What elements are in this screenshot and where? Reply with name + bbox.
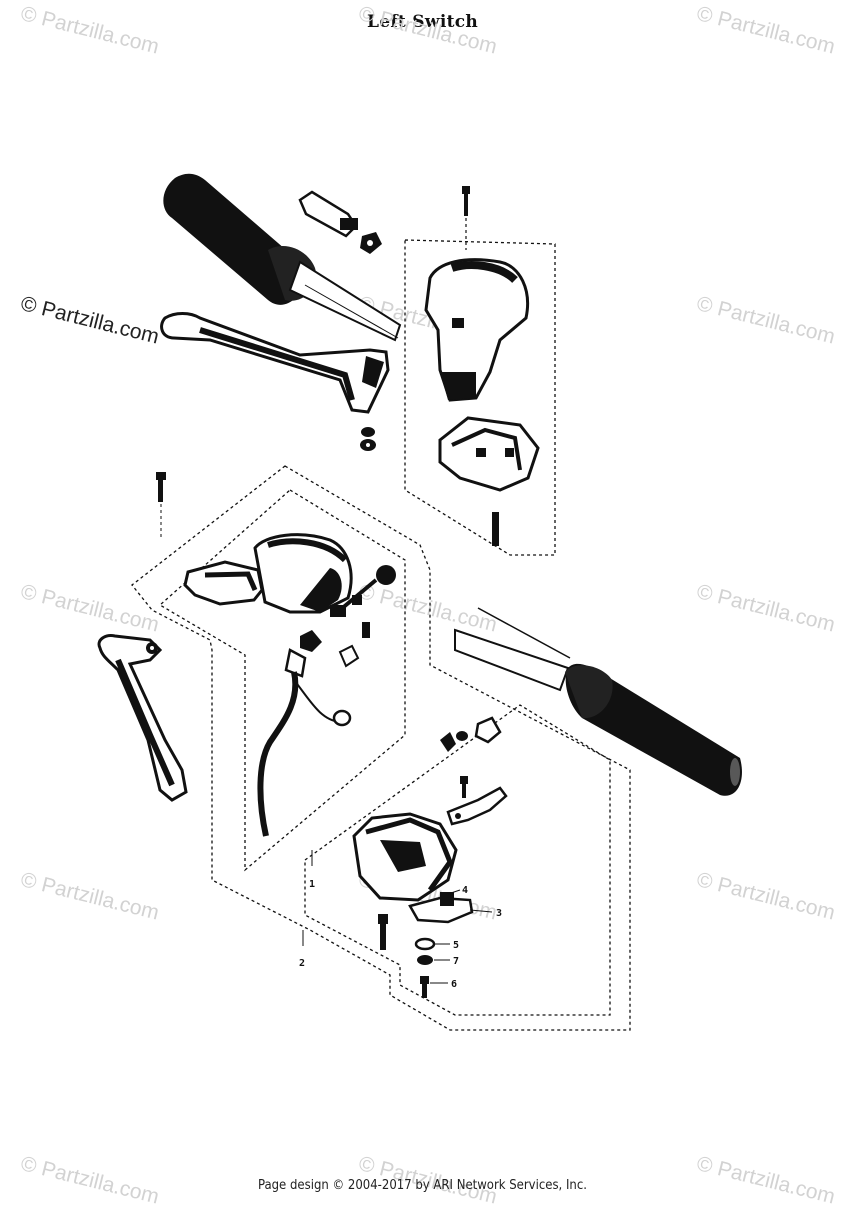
screw-part[interactable] xyxy=(156,472,166,540)
callout-4: 4 xyxy=(462,885,468,896)
page-footer: Page design © 2004-2017 by ARI Network S… xyxy=(258,1178,587,1193)
bracket-part[interactable] xyxy=(446,786,508,826)
wire-harness-part[interactable] xyxy=(257,648,352,837)
brake-lever-upper-part[interactable] xyxy=(160,312,390,414)
lower-switch-housing-part[interactable] xyxy=(352,812,474,924)
assembly-outline-2 xyxy=(131,465,631,1031)
throttle-grip-part[interactable] xyxy=(163,173,402,342)
clutch-lever-part[interactable] xyxy=(97,634,188,802)
mount-screw-part[interactable] xyxy=(378,914,388,950)
handlebar-grip-part[interactable] xyxy=(454,607,742,796)
callout-5: 5 xyxy=(453,940,459,951)
assembly-outline-1 xyxy=(158,489,406,872)
callout-2: 2 xyxy=(299,958,305,969)
small-screw-part[interactable] xyxy=(440,716,502,798)
callout-1: 1 xyxy=(309,879,315,890)
assembly-outline-lower xyxy=(304,704,611,1016)
callout-3: 3 xyxy=(496,908,502,919)
cable-adjuster-part[interactable] xyxy=(298,190,382,254)
washer-part[interactable] xyxy=(414,937,436,998)
callout-7: 7 xyxy=(453,956,459,967)
diagram-title: Left Switch xyxy=(366,12,479,32)
upper-switch-housing-part[interactable] xyxy=(404,186,556,556)
switch-knob-part[interactable] xyxy=(300,565,396,668)
callout-6: 6 xyxy=(451,979,457,990)
middle-switch-housing-part[interactable] xyxy=(183,533,353,614)
nut-part[interactable] xyxy=(360,427,376,451)
